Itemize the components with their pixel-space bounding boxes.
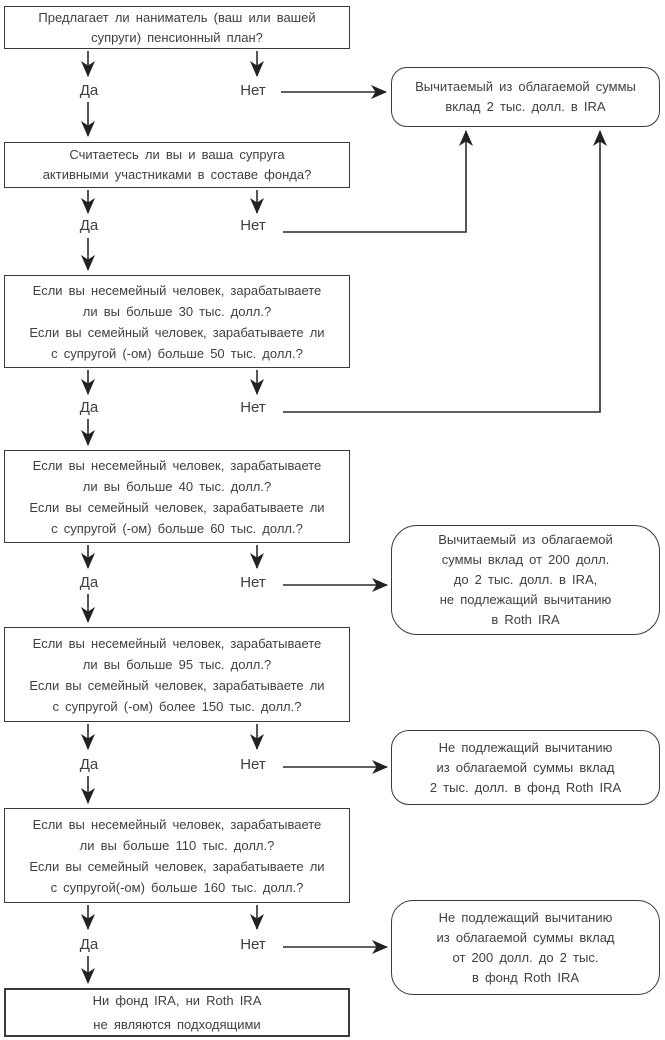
yes-label: Да	[79, 755, 99, 773]
question-box-income-30-50: Если вы несемейный человек, зарабатывает…	[4, 275, 350, 368]
no-label: Нет	[240, 398, 266, 416]
question-box-employer-plan: Предлагает ли наниматель (ваш или вашей …	[4, 6, 350, 49]
question-box-income-40-60: Если вы несемейный человек, зарабатывает…	[4, 450, 350, 543]
question-box-active-participants: Считаетесь ли вы и ваша супруга активным…	[4, 142, 350, 188]
question-box-income-95-150: Если вы несемейный человек, зарабатывает…	[4, 627, 350, 722]
connector-no3-result1	[283, 130, 607, 413]
yes-label: Да	[79, 935, 99, 953]
yes-label: Да	[79, 81, 99, 99]
result-box-deductible-ira: Вычитаемый из облагаемой суммы вклад 2 т…	[391, 67, 660, 127]
no-label: Нет	[240, 81, 266, 99]
flow-arrows	[81, 51, 607, 984]
no-label: Нет	[240, 573, 266, 591]
yes-label: Да	[79, 573, 99, 591]
connector-no2-result1	[283, 130, 473, 233]
no-label: Нет	[240, 935, 266, 953]
no-label: Нет	[240, 755, 266, 773]
yes-label: Да	[79, 398, 99, 416]
outcome-box-none-eligible: Ни фонд IRA, ни Roth IRA не являются под…	[4, 988, 350, 1037]
result-box-partial-nondeductible-roth: Не подлежащий вычитанию из облагаемой су…	[391, 900, 660, 995]
no-label: Нет	[240, 216, 266, 234]
yes-label: Да	[79, 216, 99, 234]
result-box-nondeductible-roth: Не подлежащий вычитанию из облагаемой су…	[391, 730, 660, 805]
result-box-partial-deductible-ira: Вычитаемый из облагаемой суммы вклад от …	[391, 525, 660, 635]
question-box-income-110-160: Если вы несемейный человек, зарабатывает…	[4, 808, 350, 903]
